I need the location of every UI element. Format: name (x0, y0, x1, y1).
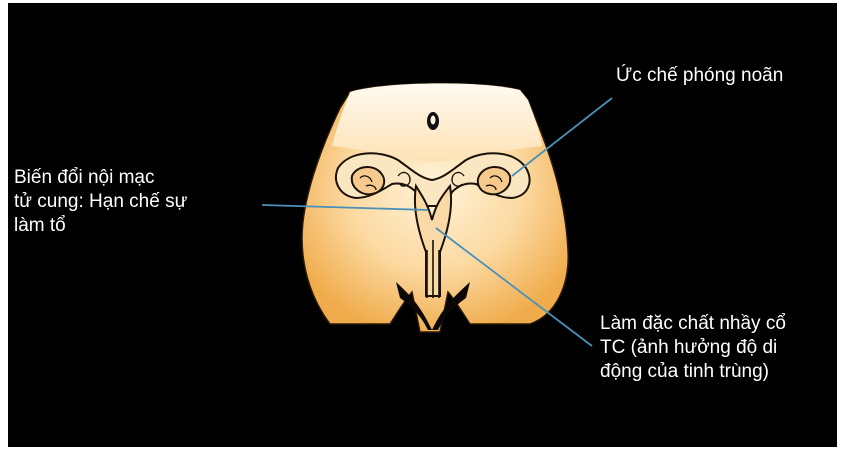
annotation-ovulation: Ức chế phóng noãn (616, 64, 783, 88)
annotation-endometrium-line-2: tử cung: Hạn chế sự (14, 190, 187, 214)
annotation-endometrium-line-1: Biến đổi nội mạc (14, 166, 187, 190)
annotation-cervical-mucus: Làm đặc chất nhầy cổ TC (ảnh hưởng độ di… (600, 312, 786, 384)
annotation-mucus-line-2: TC (ảnh hưởng độ di (600, 336, 786, 360)
annotation-endometrium: Biến đổi nội mạc tử cung: Hạn chế sự làm… (14, 166, 187, 238)
annotation-ovulation-text: Ức chế phóng noãn (616, 64, 783, 88)
annotation-mucus-line-3: động của tinh trùng) (600, 360, 786, 384)
navel-icon (427, 112, 439, 130)
annotation-endometrium-line-3: làm tổ (14, 214, 187, 238)
annotation-mucus-line-1: Làm đặc chất nhầy cổ (600, 312, 786, 336)
